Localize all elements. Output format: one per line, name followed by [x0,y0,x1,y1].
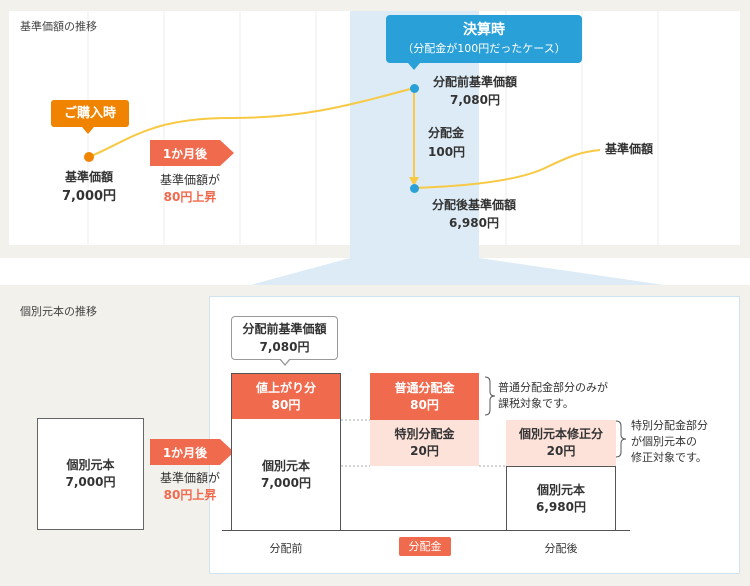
gain-value: 80円 [271,397,301,412]
initial-principal-value: 7,000円 [65,475,116,489]
settlement-title: 決算時 [463,22,505,38]
principal-correction-box: 個別元本修正分 20円 [506,420,616,466]
before-dist-value: 7,080円 [450,93,500,107]
dist-amount-label: 分配金 100円 [428,124,465,162]
one-month-arrow-bottom: 1か月後 [150,439,234,465]
baseline [222,530,630,531]
principal-correction-text: 個別元本修正分 [518,427,603,441]
dist-amount-value: 100円 [428,145,466,159]
principal-before-text: 個別元本 [261,458,310,473]
special-dist-text: 特別分配金 [394,427,455,441]
one-month-arrow-top: 1か月後 [150,140,234,166]
rise-note-top: 基準価額が 80円上昇 [142,172,238,206]
principal-before-value: 7,000円 [261,475,311,490]
before-dist-callout: 分配前基準価額 7,080円 [231,316,338,360]
nav-section-title: 基準価額の推移 [20,20,97,33]
dist-amount-text: 分配金 [428,126,465,140]
purchase-tag-pointer [82,127,94,134]
principal-after-value: 6,980円 [536,499,586,514]
before-dist-callout-value: 7,080円 [259,340,310,354]
principal-after-text: 個別元本 [536,482,585,497]
one-month-arrow-top-label: 1か月後 [162,146,208,161]
taxable-note-line2: 課税対象です。 [498,397,574,410]
purchase-tag-label: ご購入時 [63,106,116,121]
rise-note-bottom: 基準価額が 80円上昇 [142,470,238,504]
after-dist-value: 6,980円 [449,216,499,230]
axis-label-before: 分配前 [269,542,303,555]
principal-section-title: 個別元本の推移 [20,305,97,318]
correction-note-line3: 修正対象です。 [631,451,707,464]
before-dist-label: 分配前基準価額 7,080円 [422,73,528,109]
before-dist-callout-pointer-fill [280,358,290,364]
ordinary-dist-value: 80円 [410,397,439,412]
axis-label-dist-text: 分配金 [408,540,442,553]
ordinary-dist-box: 普通分配金 80円 [370,373,479,420]
purchase-point [84,152,94,162]
before-dist-point [410,84,419,93]
purchase-nav-value: 7,000円 [61,189,117,204]
one-month-arrow-bottom-label: 1か月後 [162,445,208,460]
correction-note: 特別分配金部分 が個別元本の 修正対象です。 [631,418,708,466]
before-dist-text: 分配前基準価額 [432,75,517,89]
initial-principal-text: 個別元本 [66,458,115,472]
principal-correction-value: 20円 [546,444,576,458]
before-dist-callout-text: 分配前基準価額 [242,322,327,336]
purchase-tag: ご購入時 [51,100,129,127]
principal-before-box: 個別元本 7,000円 [231,419,341,531]
axis-label-dist: 分配金 [399,537,451,556]
special-dist-box: 特別分配金 20円 [370,420,479,466]
rise-note-top-text: 基準価額が [159,173,220,187]
rise-note-bottom-text: 基準価額が [159,471,220,485]
settlement-subtitle: （分配金が100円だったケース） [402,42,566,55]
purchase-nav-label: 基準価額 7,000円 [44,167,134,207]
rise-note-top-value: 80円上昇 [163,190,217,204]
taxable-note: 普通分配金部分のみが 課税対象です。 [498,380,608,412]
taxable-note-line1: 普通分配金部分のみが [498,381,608,394]
ordinary-dist-text: 普通分配金 [394,380,455,395]
special-dist-value: 20円 [410,444,439,458]
correction-note-line2: が個別元本の [631,435,697,448]
gain-box: 値上がり分 80円 [231,373,341,420]
after-dist-point [410,184,419,193]
after-dist-label: 分配後基準価額 6,980円 [420,196,528,232]
gain-text: 値上がり分 [255,380,316,395]
correction-note-line1: 特別分配金部分 [631,419,708,432]
settlement-callout: 決算時 （分配金が100円だったケース） [386,15,582,63]
settlement-callout-pointer [408,63,420,70]
after-dist-text: 分配後基準価額 [431,198,516,212]
purchase-nav-text: 基準価額 [64,170,113,184]
rise-note-bottom-value: 80円上昇 [163,488,217,502]
principal-after-box: 個別元本 6,980円 [506,466,616,531]
nav-line [88,87,601,189]
axis-label-after: 分配後 [544,542,578,555]
initial-principal-box: 個別元本 7,000円 [37,418,144,530]
nav-line-label: 基準価額 [605,142,654,156]
